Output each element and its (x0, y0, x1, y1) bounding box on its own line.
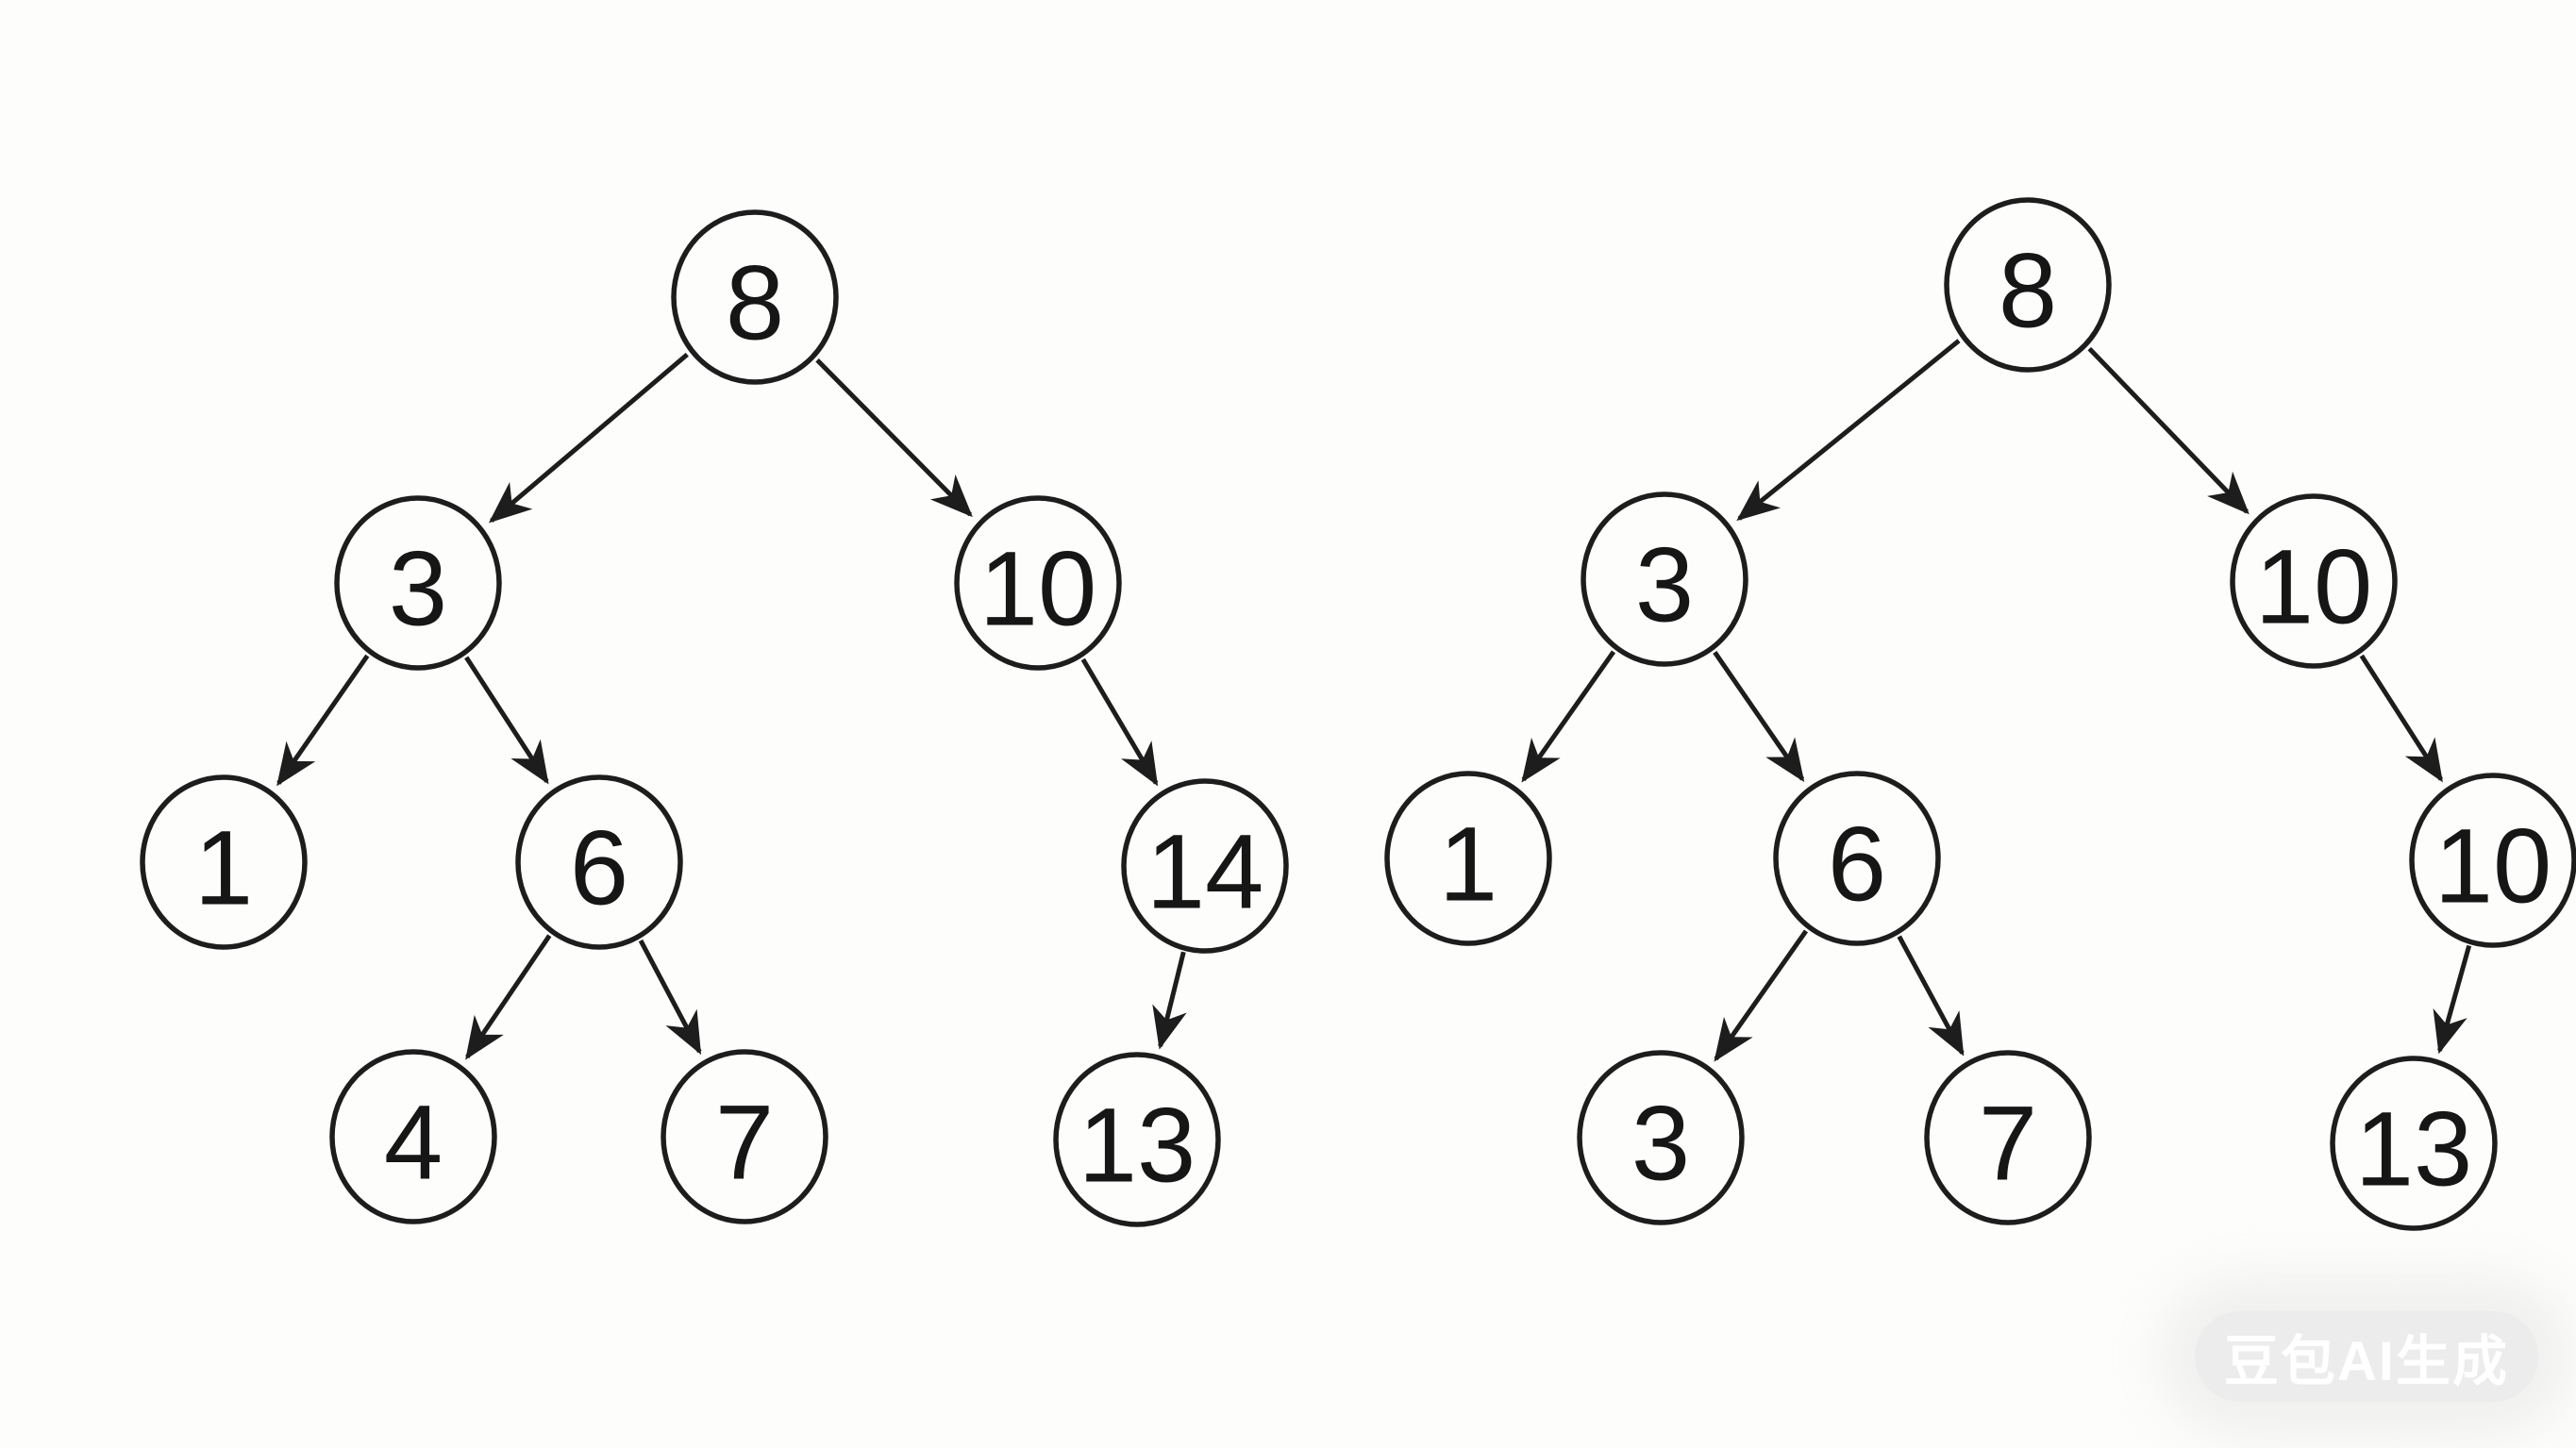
tree-edge-R10-R10b (2359, 654, 2444, 783)
tree-node-R7: 7 (1924, 1050, 2092, 1225)
tree-edge-R8-R10 (2087, 346, 2250, 515)
tree-node-R13: 13 (2330, 1056, 2498, 1231)
tree-node-R6: 6 (1773, 771, 1941, 946)
tree-node-circle (334, 495, 502, 671)
tree-node-circle (1944, 197, 2112, 373)
tree-node-R1: 1 (1384, 771, 1552, 946)
tree-node-value: 10 (979, 530, 1097, 648)
tree-node-circle (1121, 778, 1289, 954)
tree-edge-R6-R3b (1714, 929, 1809, 1062)
tree-node-value: 1 (1439, 806, 1497, 924)
tree-node-value: 3 (1631, 1085, 1690, 1203)
right-tree: 8 3 10 1 6 10 3 7 13 (1384, 197, 2576, 1231)
watermark-text: 豆包AI生成 (2223, 1331, 2509, 1392)
tree-node-circle (329, 1049, 497, 1224)
tree-node-circle (515, 774, 683, 950)
tree-edge-L3-L6 (464, 656, 549, 785)
tree-node-value: 13 (2355, 1090, 2473, 1208)
tree-edge-L3-L1 (276, 654, 370, 787)
tree-node-circle (2409, 773, 2576, 948)
tree-node-value: 6 (570, 809, 628, 927)
tree-node-value: 8 (726, 244, 784, 362)
tree-node-L13: 13 (1053, 1052, 1221, 1227)
tree-edge-L8-L3 (488, 352, 689, 524)
tree-node-value: 7 (715, 1084, 774, 1202)
tree-node-L1: 1 (140, 774, 308, 950)
tree-edge-R3-R6 (1713, 650, 1805, 783)
tree-node-value: 10 (2434, 807, 2552, 925)
tree-edge-R6-R7 (1897, 935, 1965, 1057)
tree-node-circle (1924, 1050, 2092, 1225)
tree-node-value: 3 (389, 530, 447, 648)
tree-edge-L14-L13 (1152, 951, 1187, 1050)
tree-node-circle (1773, 771, 1941, 946)
tree-edge-L10-L14 (1080, 657, 1159, 787)
tree-node-circle (671, 209, 839, 385)
tree-node-value: 10 (2255, 528, 2373, 646)
left-tree: 8 3 10 1 6 14 4 7 13 (140, 209, 1289, 1227)
watermark-badge: 豆包AI生成 (2195, 1311, 2538, 1402)
tree-node-L14: 14 (1121, 778, 1289, 954)
tree-node-circle (140, 774, 308, 950)
tree-node-L10: 10 (954, 495, 1122, 671)
tree-node-circle (661, 1049, 828, 1224)
tree-node-R3: 3 (1581, 491, 1748, 667)
tree-node-L8: 8 (671, 209, 839, 385)
tree-edge-R8-R3 (1736, 339, 1961, 522)
tree-node-R10: 10 (2230, 493, 2398, 669)
tree-node-value: 13 (1079, 1087, 1196, 1205)
tree-node-L6: 6 (515, 774, 683, 950)
tree-node-R3b: 3 (1577, 1050, 1745, 1225)
tree-node-value: 1 (194, 809, 253, 927)
tree-node-L3: 3 (334, 495, 502, 671)
tree-node-value: 3 (1635, 526, 1694, 644)
tree-node-circle (2330, 1056, 2498, 1231)
tree-node-value: 14 (1146, 813, 1264, 931)
tree-edge-L6-L4 (465, 934, 552, 1060)
tree-node-circle (954, 495, 1122, 671)
tree-node-circle (1053, 1052, 1221, 1227)
tree-node-value: 4 (384, 1084, 443, 1202)
tree-node-circle (1577, 1050, 1745, 1225)
tree-node-R8: 8 (1944, 197, 2112, 373)
tree-node-value: 6 (1828, 806, 1886, 924)
tree-edge-R3-R1 (1521, 650, 1616, 783)
tree-node-R10b: 10 (2409, 773, 2576, 948)
tree-node-circle (1384, 771, 1552, 946)
tree-node-L7: 7 (661, 1049, 828, 1224)
tree-node-circle (2230, 493, 2398, 669)
tree-node-value: 8 (1999, 232, 2057, 350)
tree-edge-L6-L7 (638, 939, 702, 1056)
tree-edge-L8-L10 (815, 358, 973, 518)
tree-node-value: 7 (1979, 1085, 2037, 1203)
tree-node-circle (1581, 491, 1748, 667)
tree-edge-R10b-R13 (2433, 944, 2472, 1055)
tree-node-L4: 4 (329, 1049, 497, 1224)
